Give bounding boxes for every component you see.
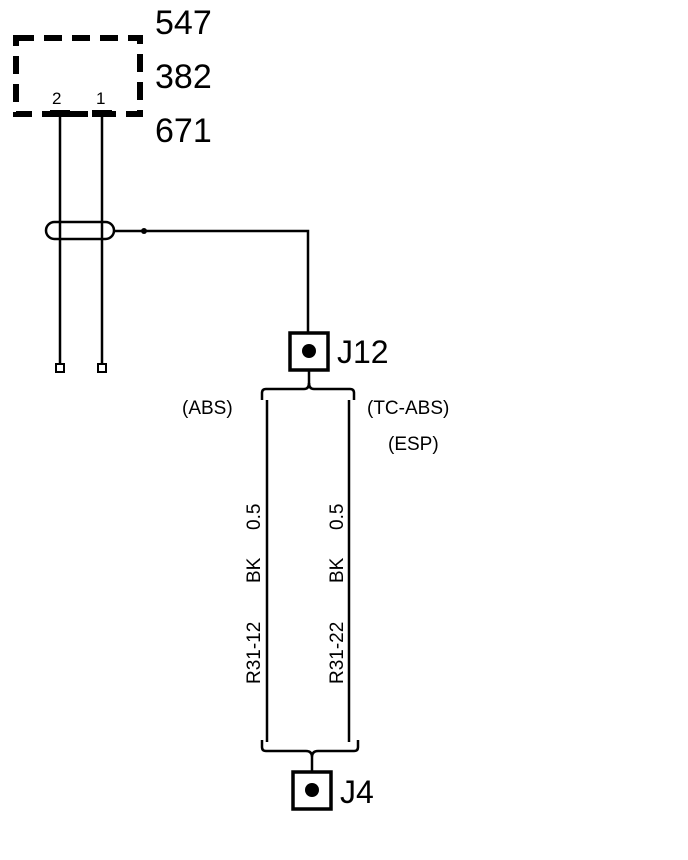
component-code-3: 671: [155, 112, 212, 150]
connector-j4-label: J4: [340, 774, 374, 810]
variant-abs-label: (ABS): [182, 398, 233, 419]
component-code-2: 382: [155, 58, 212, 96]
pin-2-label: 2: [52, 89, 62, 108]
component-code-1: 547: [155, 4, 212, 42]
pin-2-terminal: [50, 110, 70, 117]
variant-tc-abs-label: (TC-ABS): [367, 398, 450, 419]
connector-j12-label: J12: [337, 334, 389, 370]
connector-j4-pin: [305, 783, 319, 797]
wire-2-color: BK: [327, 557, 348, 583]
wire-1-size: 0.5: [244, 503, 265, 530]
top-brace: [260, 382, 356, 400]
shield-drain-wire: [114, 229, 310, 333]
pin-2-end-terminal: [55, 363, 65, 373]
component-box: [13, 35, 143, 117]
pin-1-terminal: [92, 110, 112, 117]
shield-sleeve: [44, 220, 116, 241]
connector-j12-pin: [302, 344, 316, 358]
wire-1-id: R31-12: [244, 621, 265, 684]
wire-1-color: BK: [244, 557, 265, 583]
wire-2-id: R31-22: [327, 621, 348, 684]
pin-1-end-terminal: [97, 363, 107, 373]
wire-2-size: 0.5: [327, 503, 348, 530]
bottom-brace: [260, 740, 360, 758]
variant-esp-label: (ESP): [388, 434, 439, 455]
drain-junction-dot: [141, 228, 147, 234]
pin-1-label: 1: [96, 89, 106, 108]
